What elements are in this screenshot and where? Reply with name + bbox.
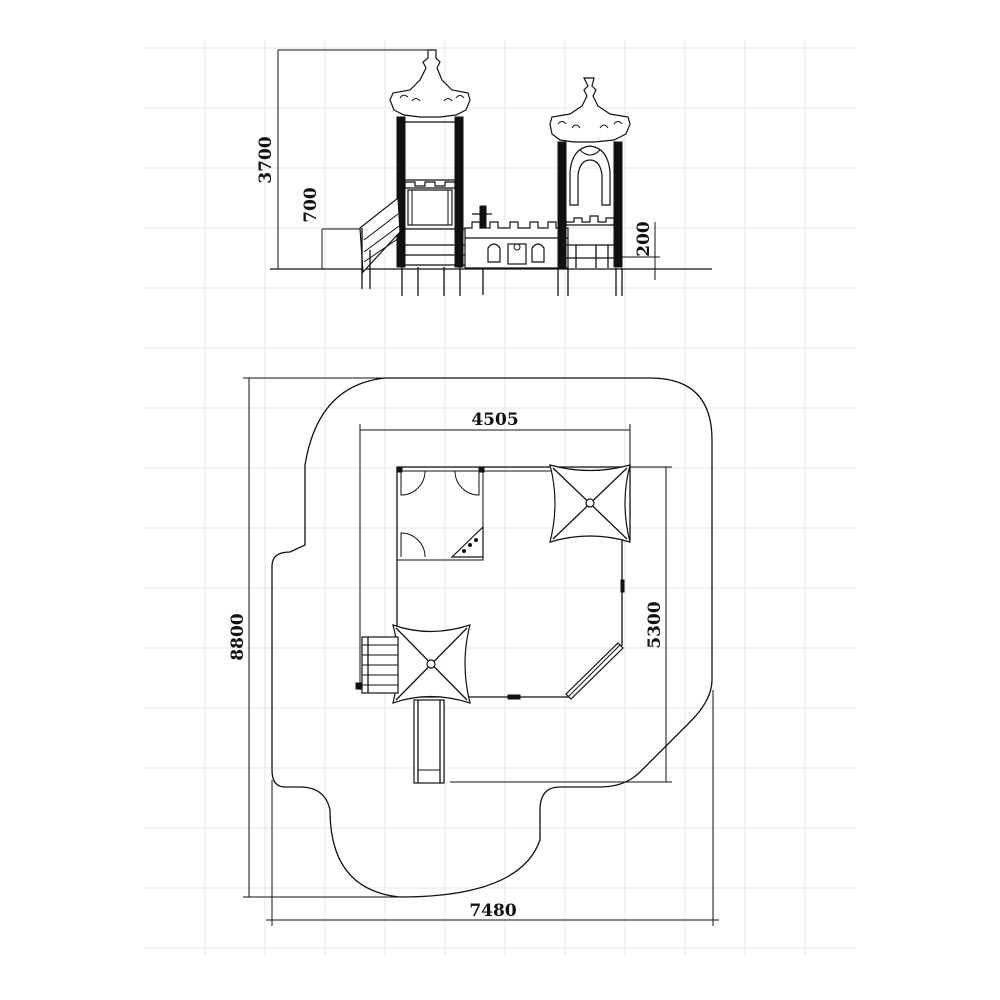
dimension-8800 xyxy=(243,377,410,898)
dimension-700 xyxy=(321,228,360,269)
dim-label-7480: 7480 xyxy=(469,901,516,921)
plan-view xyxy=(243,377,719,926)
background-grid xyxy=(145,40,855,955)
tower-room-plan xyxy=(396,466,485,561)
dimension-3700 xyxy=(272,49,432,270)
dim-label-700: 700 xyxy=(301,187,321,223)
left-stairs xyxy=(359,196,401,289)
front-elevation xyxy=(270,49,712,296)
dim-label-3700: 3700 xyxy=(256,136,276,183)
left-tower xyxy=(389,49,471,296)
dim-label-200: 200 xyxy=(634,221,654,257)
dimension-4505 xyxy=(359,424,631,690)
dim-label-8800: 8800 xyxy=(228,613,248,660)
castle-wall xyxy=(464,205,569,296)
dim-label-5300: 5300 xyxy=(645,601,665,648)
dimension-200 xyxy=(620,222,660,280)
dim-label-4505: 4505 xyxy=(471,410,518,430)
slide-plan xyxy=(413,699,445,784)
right-tower xyxy=(549,77,631,296)
angled-bench-plan xyxy=(507,579,625,700)
dimension-7480 xyxy=(266,690,719,926)
roof-plan-top xyxy=(549,464,631,543)
stairs-plan xyxy=(355,636,399,694)
roof-plan-bottom xyxy=(392,624,471,704)
